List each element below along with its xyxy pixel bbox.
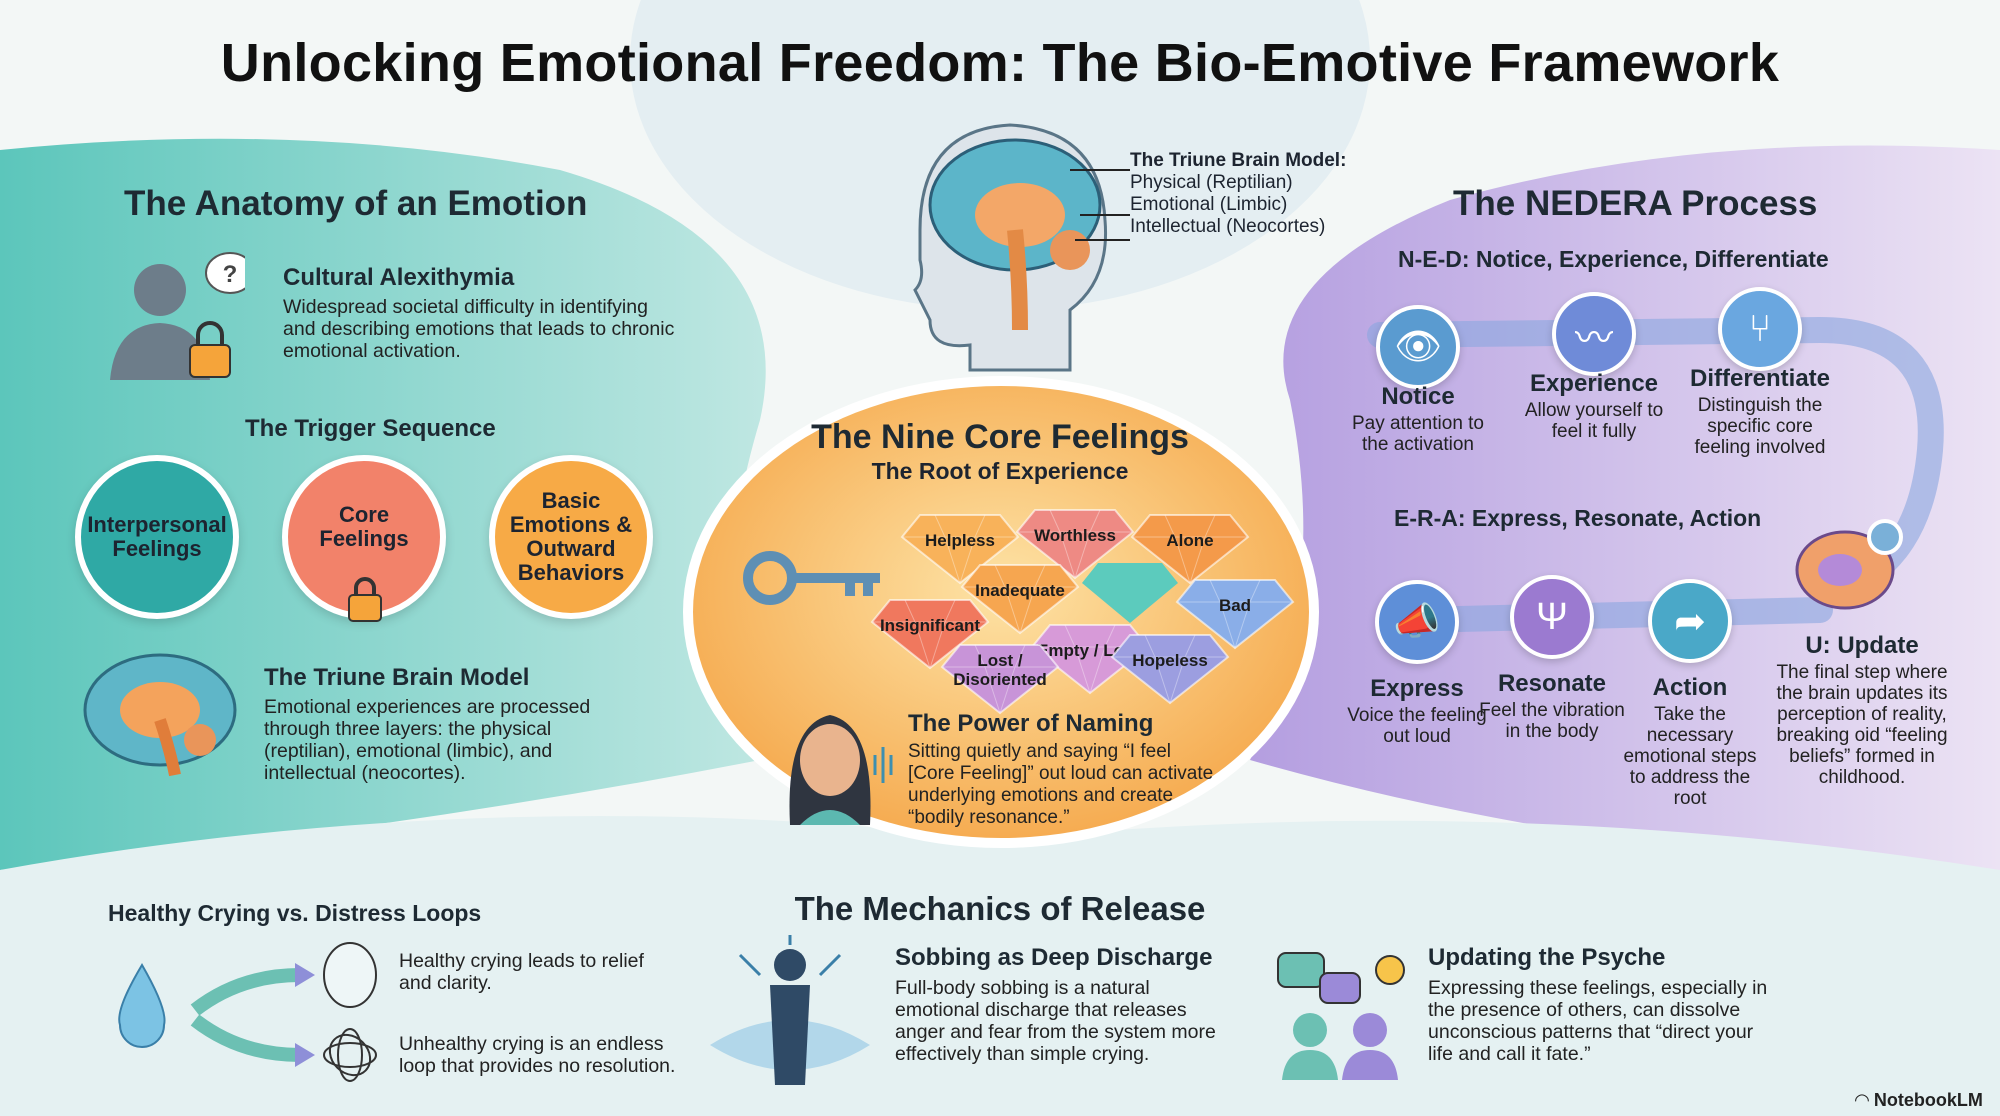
release-heading: The Mechanics of Release bbox=[794, 890, 1206, 927]
brand-name: NotebookLM bbox=[1873, 1090, 1983, 1110]
brain-gear-icon bbox=[1795, 519, 1903, 610]
anatomy-heading: The Anatomy of an Emotion bbox=[124, 184, 588, 223]
step-title: Express bbox=[1370, 675, 1464, 702]
step-desc: Pay attention to the activation bbox=[1351, 413, 1485, 455]
brain-icon bbox=[83, 653, 237, 777]
psyche-title: Updating the Psyche bbox=[1428, 944, 1666, 971]
ned-heading: N-E-D: Notice, Experience, Differentiate bbox=[1398, 246, 1829, 272]
head-brain-illustration bbox=[913, 123, 1130, 372]
unhealthy-crying-text: Unhealthy crying is an endless loop that… bbox=[399, 1033, 676, 1077]
core-feeling-gem: Bad bbox=[1175, 570, 1295, 650]
step-desc: Voice the feeling out loud bbox=[1347, 705, 1487, 747]
trigger-step-basic-emotions: Basic Emotions & Outward Behaviors bbox=[489, 455, 653, 619]
core-feeling-gem: Helpless bbox=[900, 505, 1020, 585]
step-desc: Feel the vibration in the body bbox=[1479, 700, 1625, 742]
core-feeling-gem: Empty / Loss bbox=[1030, 615, 1150, 695]
step-desc: Distinguish the specific core feeling in… bbox=[1694, 395, 1826, 458]
sobbing-body: Full-body sobbing is a natural emotional… bbox=[895, 977, 1216, 1065]
feeling-label: Insignificant bbox=[879, 615, 981, 635]
step-desc: Allow yourself to feel it fully bbox=[1524, 400, 1664, 442]
trigger-heading: The Trigger Sequence bbox=[245, 415, 496, 442]
lock-icon bbox=[348, 577, 382, 622]
core-feeling-gem: Hopeless bbox=[1110, 625, 1230, 705]
calm-face-icon bbox=[323, 942, 377, 1008]
step-desc: Take the necessary emotional steps to ad… bbox=[1623, 704, 1757, 809]
triune-body: Emotional experiences are processed thro… bbox=[264, 696, 591, 784]
person-silhouette-icon bbox=[134, 264, 186, 316]
megaphone-icon: 📣 bbox=[1375, 580, 1459, 664]
key-icon bbox=[743, 551, 880, 605]
era-heading: E-R-A: Express, Resonate, Action bbox=[1394, 505, 1762, 531]
eye-icon: 👁 bbox=[1376, 305, 1460, 389]
naming-title: The Power of Naming bbox=[908, 710, 1154, 737]
triune-title: The Triune Brain Model bbox=[264, 664, 530, 691]
brain-label-title: The Triune Brain Model: bbox=[1130, 150, 1347, 171]
feeling-label: Helpless bbox=[925, 530, 995, 550]
trigger-step-label: Core Feelings bbox=[319, 502, 409, 551]
nedera-heading: The NEDERA Process bbox=[1453, 184, 1818, 223]
feeling-label: Inadequate bbox=[975, 580, 1065, 600]
trigger-step-label: Basic Emotions & Outward Behaviors bbox=[509, 488, 633, 585]
step-title: U: Update bbox=[1805, 632, 1919, 659]
alexithymia-body: Widespread societal difficulty in identi… bbox=[283, 296, 675, 362]
lock-icon bbox=[189, 344, 231, 378]
core-subtitle: The Root of Experience bbox=[871, 458, 1129, 484]
brain-layer: Emotional (Limbic) bbox=[1130, 194, 1288, 215]
step-title: Experience bbox=[1529, 370, 1659, 397]
page-title: Unlocking Emotional Freedom: The Bio-Emo… bbox=[220, 33, 1780, 93]
psyche-body: Expressing these feelings, especially in… bbox=[1428, 977, 1768, 1065]
core-feeling-gem: Worthless bbox=[1015, 500, 1135, 580]
conversation-icon bbox=[1277, 952, 1405, 1080]
feeling-label: Alone bbox=[1166, 530, 1214, 550]
tuning-fork-icon: Ψ bbox=[1510, 575, 1594, 659]
core-feeling-gem: Lost / Disoriented bbox=[940, 635, 1060, 715]
core-feeling-gem: Inadequate bbox=[960, 555, 1080, 635]
fork-arrow-icon: ⑂ bbox=[1718, 287, 1802, 371]
step-title: Action bbox=[1652, 674, 1728, 701]
sobbing-title: Sobbing as Deep Discharge bbox=[895, 944, 1213, 971]
brand-logo: ◠ NotebookLM bbox=[1855, 1090, 1983, 1110]
wave-icon: 〰 bbox=[1552, 292, 1636, 376]
trigger-step-interpersonal: Interpersonal Feelings bbox=[75, 455, 239, 619]
core-title: The Nine Core Feelings bbox=[811, 418, 1189, 456]
crying-title: Healthy Crying vs. Distress Loops bbox=[108, 900, 482, 926]
step-title: Notice bbox=[1381, 383, 1455, 410]
trigger-step-core: Core Feelings bbox=[282, 455, 446, 619]
core-feeling-gem: Alone bbox=[1130, 505, 1250, 585]
woman-speaking-illustration bbox=[789, 715, 893, 825]
brain-label: The Triune Brain Model: Physical (Reptil… bbox=[1130, 150, 1346, 238]
trigger-step-label: Interpersonal Feelings bbox=[87, 512, 227, 561]
healthy-crying-text: Healthy crying leads to relief and clari… bbox=[399, 950, 644, 994]
teal-gem bbox=[1080, 555, 1180, 625]
crying-diagram bbox=[118, 942, 377, 1082]
teardrop-icon bbox=[118, 963, 166, 1048]
core-feeling-gem: Insignificant bbox=[870, 590, 990, 670]
sobbing-figure-illustration bbox=[710, 935, 870, 1085]
brain-layer: Intellectual (Neocortes) bbox=[1130, 216, 1326, 237]
step-title: Differentiate bbox=[1689, 365, 1831, 392]
feeling-label: Hopeless bbox=[1132, 650, 1208, 670]
step-desc: The final step where the brain updates i… bbox=[1776, 662, 1948, 788]
feeling-label: Worthless bbox=[1034, 525, 1116, 545]
alexithymia-illustration: ? bbox=[75, 245, 255, 385]
step-title: Resonate bbox=[1497, 670, 1607, 697]
alexithymia-title: Cultural Alexithymia bbox=[283, 264, 515, 291]
naming-body: Sitting quietly and saying “I feel [Core… bbox=[908, 741, 1214, 828]
feeling-label: Lost / Disoriented bbox=[953, 651, 1047, 689]
tangled-loop-icon bbox=[323, 1028, 377, 1082]
arrow-icon: ➦ bbox=[1648, 579, 1732, 663]
brain-layer: Physical (Reptilian) bbox=[1130, 172, 1293, 193]
lightbulb-icon bbox=[1375, 955, 1405, 985]
feeling-label: Bad bbox=[1218, 595, 1252, 615]
step-update: U: Update The final step where the brain… bbox=[1762, 632, 1962, 788]
svg-text:?: ? bbox=[223, 261, 238, 288]
